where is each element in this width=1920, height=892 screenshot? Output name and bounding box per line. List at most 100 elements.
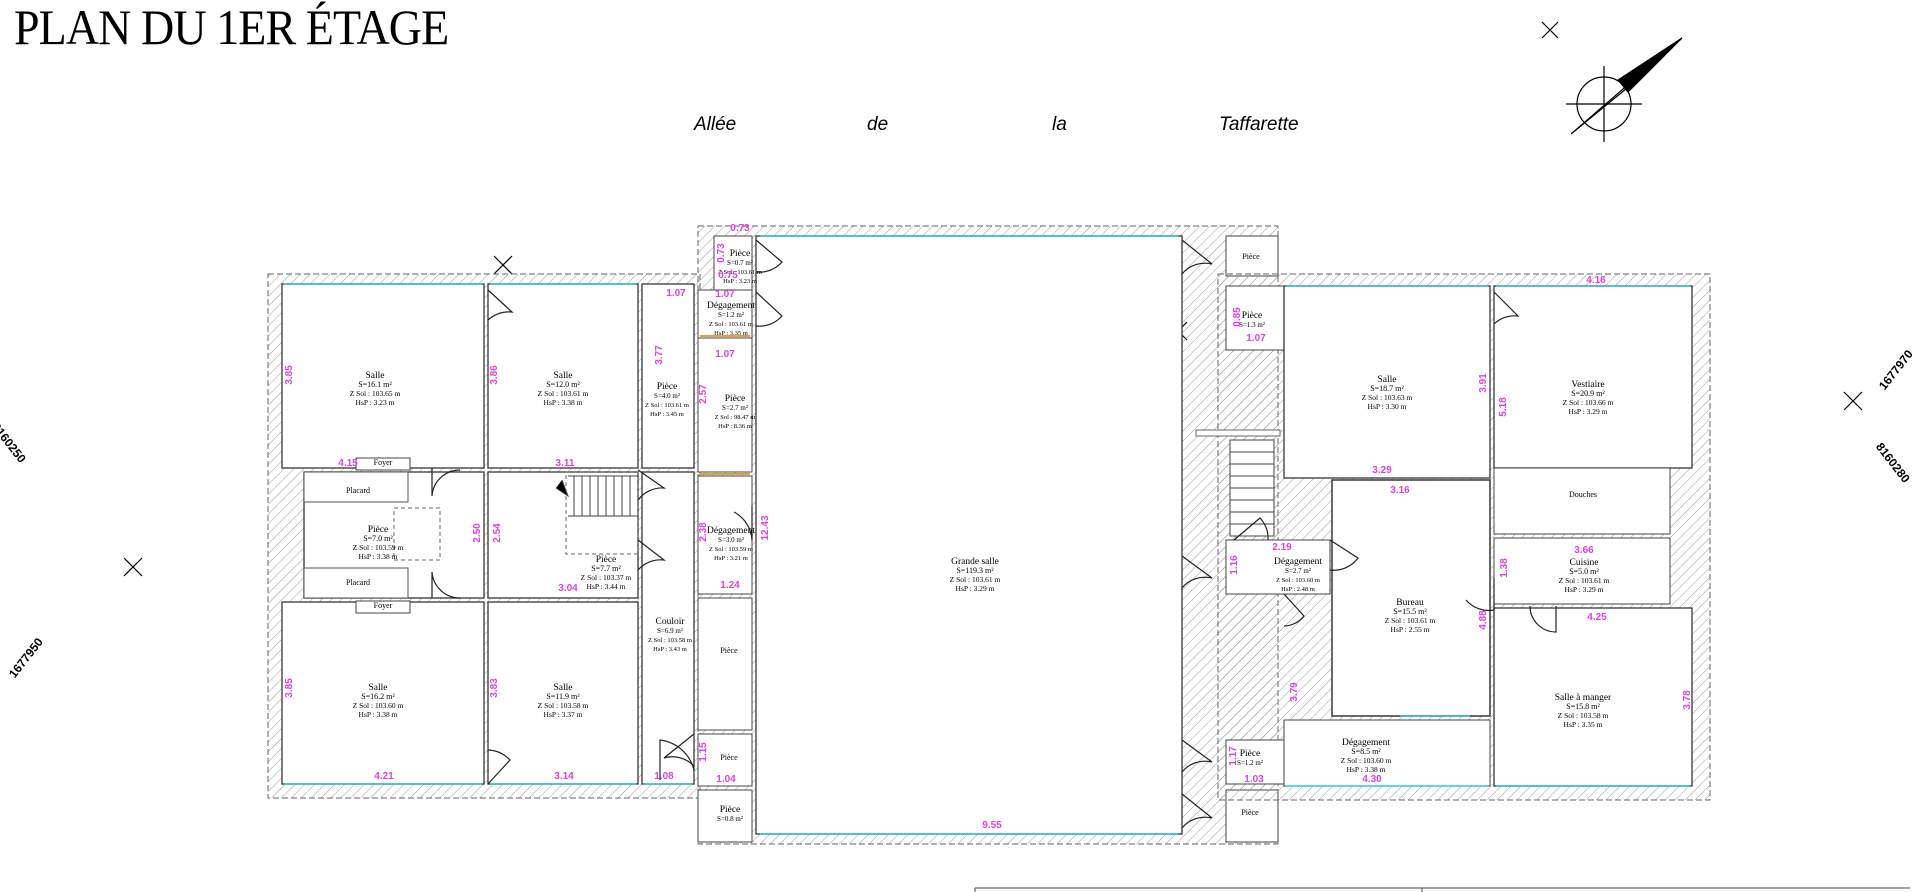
space-label: Pièce bbox=[1241, 808, 1259, 817]
room-area: S=11.9 m² bbox=[546, 692, 580, 701]
room-name: Salle bbox=[369, 683, 388, 693]
dimension-label: 4.30 bbox=[1362, 774, 1382, 785]
dimension-label: 3.91 bbox=[1478, 373, 1489, 393]
room-floor-level: Z Sol : 103.63 m bbox=[1362, 393, 1413, 402]
dimension-label: 3.16 bbox=[1390, 485, 1410, 496]
room-ceiling-height: HsP : 2.48 m bbox=[1281, 586, 1315, 593]
dimension-label: 1.24 bbox=[720, 580, 740, 591]
dimension-label: 2.38 bbox=[698, 522, 709, 542]
space-label: Foyer bbox=[374, 601, 393, 610]
dimension-label: 4.25 bbox=[1587, 612, 1607, 623]
room-name: Dégagement bbox=[707, 301, 755, 311]
dimension-label: 3.78 bbox=[1682, 690, 1693, 710]
dimension-label: 3.14 bbox=[554, 771, 574, 782]
dimension-label: 0.73 bbox=[716, 243, 727, 263]
space-label: Placard bbox=[346, 578, 370, 587]
street-word: Taffarette bbox=[1219, 114, 1299, 135]
room-area: S=16.1 m² bbox=[358, 380, 392, 389]
dimension-label: 2.57 bbox=[698, 384, 709, 404]
dimension-label: 4.88 bbox=[1478, 610, 1489, 630]
dimension-label: 3.04 bbox=[558, 583, 578, 594]
survey-cross-icon bbox=[493, 255, 513, 275]
room-name: Cuisine bbox=[1569, 558, 1598, 568]
room-area: S=6.9 m² bbox=[657, 627, 683, 635]
dimension-label: 0.73 bbox=[730, 223, 750, 234]
room-floor-level: Z Sol : 103.60 m bbox=[1341, 756, 1392, 765]
room-floor-level: Z Sol : 103.65 m bbox=[350, 389, 401, 398]
dimension-label: 1.04 bbox=[716, 774, 736, 785]
room-name: Pièce bbox=[368, 525, 389, 535]
dimension-label: 9.55 bbox=[982, 820, 1002, 831]
dimension-label: 1.08 bbox=[654, 771, 674, 782]
room-name: Grande salle bbox=[951, 557, 999, 567]
dimension-label: 3.85 bbox=[284, 678, 295, 698]
room-floor-level: Z Sol : 103.59 m bbox=[353, 543, 404, 552]
room-name: Pièce bbox=[720, 805, 741, 815]
room-ceiling-height: HsP : 3.29 m bbox=[956, 584, 995, 593]
room-ceiling-height: HsP : 3.45 m bbox=[650, 411, 684, 418]
room-ceiling-height: HsP : 8.36 m bbox=[718, 423, 752, 430]
dimension-label: 1.07 bbox=[715, 289, 735, 300]
room-floor-level: Z Sol : 103.59 m bbox=[709, 546, 753, 553]
room-floor-level: Z Sol : 103.61 m bbox=[718, 269, 762, 276]
dimension-label: 4.16 bbox=[1586, 275, 1606, 286]
room-floor-level: Z Sol : 103.61 m bbox=[645, 402, 689, 409]
space-label: Foyer bbox=[374, 458, 393, 467]
room-name: Pièce bbox=[657, 382, 678, 392]
title-block bbox=[974, 887, 1910, 892]
north-arrow-icon bbox=[1566, 37, 1683, 142]
room-floor-level: Z Sol : 103.61 m bbox=[950, 575, 1001, 584]
room-floor-level: Z Sol : 103.61 m bbox=[538, 389, 589, 398]
room-name: Dégagement bbox=[1274, 557, 1322, 567]
central-block bbox=[697, 225, 1279, 845]
room-area: S=7.7 m² bbox=[591, 564, 621, 573]
room-ceiling-height: HsP : 3.23 m bbox=[356, 398, 395, 407]
survey-cross-icon bbox=[1843, 391, 1863, 411]
space-label: Placard bbox=[346, 486, 370, 495]
room-ceiling-height: HsP : 3.29 m bbox=[1565, 585, 1604, 594]
space-label: Pièce bbox=[720, 646, 738, 655]
room-area: S=119.3 m² bbox=[956, 566, 994, 575]
dimension-label: 1.16 bbox=[1229, 555, 1240, 575]
room-name: Bureau bbox=[1396, 598, 1424, 608]
space-label: Douches bbox=[1569, 490, 1597, 499]
right-wing bbox=[1195, 273, 1711, 801]
room-floor-level: Z Sol : 103.66 m bbox=[1563, 398, 1614, 407]
room-floor-level: Z Sol : 103.61 m bbox=[709, 321, 753, 328]
room-floor-level: Z Sol : 103.61 m bbox=[1559, 576, 1610, 585]
dimension-label: 4.21 bbox=[374, 771, 394, 782]
room-ceiling-height: HsP : 3.23 m bbox=[723, 278, 757, 285]
street-word: la bbox=[1052, 114, 1067, 135]
room-ceiling-height: HsP : 3.35 m bbox=[714, 330, 748, 337]
room-area: S=16.2 m² bbox=[361, 692, 395, 701]
room-area: S=15.8 m² bbox=[1566, 702, 1600, 711]
dimension-label: 3.77 bbox=[654, 345, 665, 365]
dimension-label: 3.79 bbox=[1289, 682, 1300, 702]
room-area: S=2.7 m² bbox=[722, 404, 748, 412]
room-area: S=2.7 m² bbox=[1285, 567, 1311, 575]
room-ceiling-height: HsP : 2.55 m bbox=[1391, 625, 1430, 634]
dimension-label: 1.07 bbox=[666, 288, 686, 299]
dimension-label: 1.17 bbox=[1228, 746, 1239, 766]
room-name: Pièce bbox=[730, 249, 751, 259]
dimension-label: 0.75 bbox=[718, 270, 738, 281]
room-ceiling-height: HsP : 3.30 m bbox=[1368, 402, 1407, 411]
room-ceiling-height: HsP : 3.29 m bbox=[1569, 407, 1608, 416]
